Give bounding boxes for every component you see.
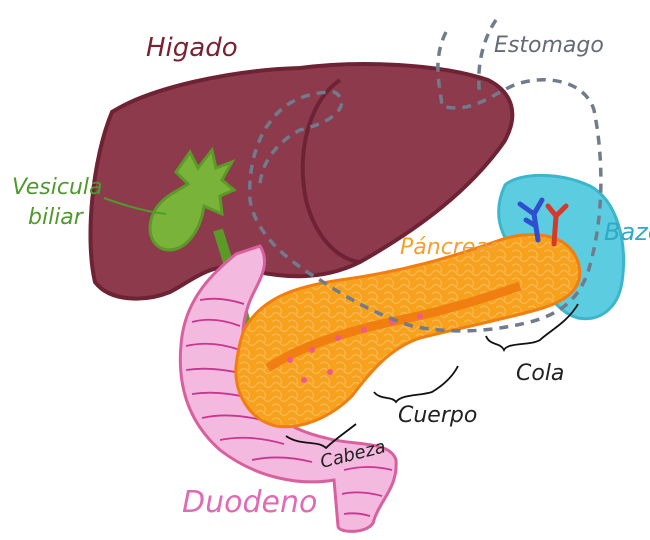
duodenum-label: Duodeno [182,485,317,520]
body-label: Cuerpo [398,403,477,428]
tail-label: Cola [516,361,564,386]
gallbladder-label-line2: biliar [28,205,85,230]
gallbladder-label-line1: Vesicula [12,175,103,200]
liver-label: Higado [146,33,238,63]
stomach-label: Estomago [494,33,604,58]
spleen-label: Bazo [604,218,650,246]
pancreas-label: Páncreas [400,235,500,260]
